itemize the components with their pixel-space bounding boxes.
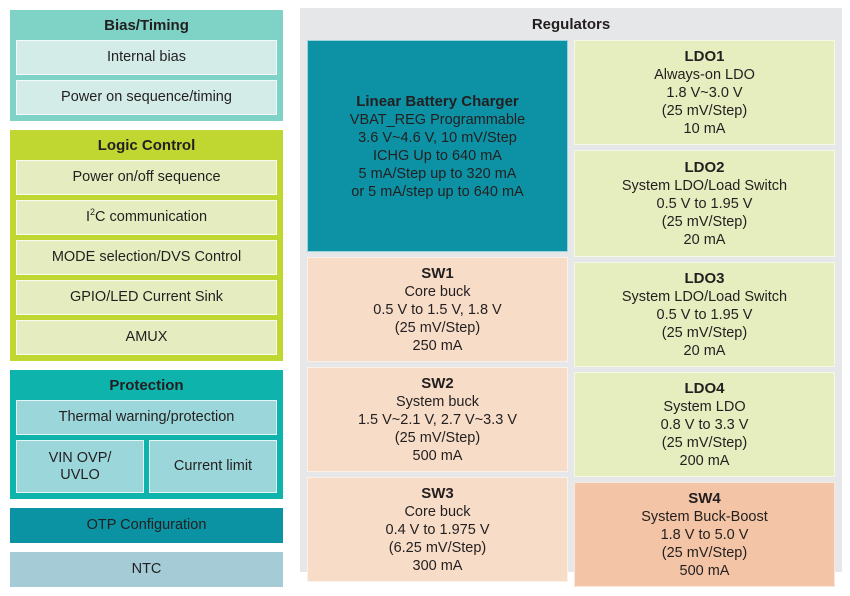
item-vin-ovp-uvlo[interactable]: VIN OVP/ UVLO — [16, 440, 144, 493]
sw2-line-1: System buck — [396, 394, 479, 410]
vin-ovp-line2: UVLO — [60, 466, 100, 483]
item-internal-bias[interactable]: Internal bias — [16, 40, 277, 75]
group-title-protection: Protection — [109, 377, 184, 394]
sw1-line-3: (25 mV/Step) — [394, 320, 481, 336]
charger-line-4: 5 mA/Step up to 320 mA — [358, 165, 517, 182]
charger-line-1: VBAT_REG Programmable — [349, 111, 526, 128]
block-title-sw1: SW1 — [421, 265, 454, 282]
ldo2-line-2: 0.5 V to 1.95 V — [656, 196, 753, 212]
block-diagram-root: Bias/Timing Internal bias Power on seque… — [10, 8, 842, 587]
block-title-ldo2: LDO2 — [684, 159, 725, 176]
ldo2-line-3: (25 mV/Step) — [661, 214, 748, 230]
block-sw1[interactable]: SW1 Core buck 0.5 V to 1.5 V, 1.8 V (25 … — [307, 257, 568, 362]
charger-line-5: or 5 mA/step up to 640 mA — [351, 183, 524, 200]
sw2-line-3: (25 mV/Step) — [394, 430, 481, 446]
ldo2-line-4: 20 mA — [683, 232, 726, 248]
vin-ovp-line1: VIN OVP/ — [48, 449, 112, 466]
sw1-line-1: Core buck — [404, 284, 471, 300]
ldo1-line-1: Always-on LDO — [654, 67, 755, 83]
item-mode-selection-dvs-control[interactable]: MODE selection/DVS Control — [16, 240, 277, 275]
block-title-ldo1: LDO1 — [684, 48, 725, 65]
sw2-line-2: 1.5 V~2.1 V, 2.7 V~3.3 V — [357, 412, 518, 428]
ldo3-line-2: 0.5 V to 1.95 V — [656, 307, 753, 323]
ldo1-line-4: 10 mA — [683, 121, 726, 137]
block-sw4[interactable]: SW4 System Buck-Boost 1.8 V to 5.0 V (25… — [574, 482, 835, 587]
ldo4-line-4: 200 mA — [679, 453, 730, 469]
sw4-line-4: 500 mA — [679, 563, 730, 579]
group-title-logic-control: Logic Control — [97, 137, 196, 154]
group-bias-timing: Bias/Timing Internal bias Power on seque… — [10, 10, 283, 121]
group-logic-control: Logic Control Power on/off sequence I2C … — [10, 130, 283, 361]
ldo1-line-2: 1.8 V~3.0 V — [666, 85, 743, 101]
block-title-sw2: SW2 — [421, 375, 454, 392]
group-title-bias-timing: Bias/Timing — [104, 17, 189, 34]
block-ldo3[interactable]: LDO3 System LDO/Load Switch 0.5 V to 1.9… — [574, 262, 835, 367]
ldo4-line-3: (25 mV/Step) — [661, 435, 748, 451]
sw1-line-4: 250 mA — [412, 338, 463, 354]
regulators-grid: Linear Battery Charger VBAT_REG Programm… — [307, 40, 835, 587]
bar-ntc[interactable]: NTC — [10, 552, 283, 587]
protection-split-row: VIN OVP/ UVLO Current limit — [16, 440, 277, 493]
sw3-line-3: (6.25 mV/Step) — [388, 540, 487, 556]
group-protection: Protection Thermal warning/protection VI… — [10, 370, 283, 499]
item-vin-ovp-uvlo-text: VIN OVP/ UVLO — [49, 450, 112, 484]
regulators-panel: Regulators Linear Battery Charger VBAT_R… — [300, 8, 842, 587]
block-title-ldo3: LDO3 — [684, 270, 725, 287]
item-amux[interactable]: AMUX — [16, 320, 277, 355]
sw1-line-2: 0.5 V to 1.5 V, 1.8 V — [373, 302, 502, 318]
ldo4-line-2: 0.8 V to 3.3 V — [660, 417, 749, 433]
sw3-line-2: 0.4 V to 1.975 V — [385, 522, 490, 538]
regulators-column-right: LDO1 Always-on LDO 1.8 V~3.0 V (25 mV/St… — [574, 40, 835, 587]
block-sw2[interactable]: SW2 System buck 1.5 V~2.1 V, 2.7 V~3.3 V… — [307, 367, 568, 472]
item-power-on-off-sequence[interactable]: Power on/off sequence — [16, 160, 277, 195]
charger-line-2: 3.6 V~4.6 V, 10 mV/Step — [358, 129, 517, 146]
regulators-title: Regulators — [531, 16, 611, 33]
block-title-ldo4: LDO4 — [684, 380, 725, 397]
block-title-sw4: SW4 — [688, 490, 721, 507]
block-sw3[interactable]: SW3 Core buck 0.4 V to 1.975 V (6.25 mV/… — [307, 477, 568, 582]
item-i2c-communication[interactable]: I2C communication — [16, 200, 277, 235]
block-ldo1[interactable]: LDO1 Always-on LDO 1.8 V~3.0 V (25 mV/St… — [574, 40, 835, 145]
block-ldo4[interactable]: LDO4 System LDO 0.8 V to 3.3 V (25 mV/St… — [574, 372, 835, 477]
ldo3-line-1: System LDO/Load Switch — [621, 289, 788, 305]
ldo3-line-4: 20 mA — [683, 343, 726, 359]
item-power-on-sequence-timing[interactable]: Power on sequence/timing — [16, 80, 277, 115]
block-linear-battery-charger[interactable]: Linear Battery Charger VBAT_REG Programm… — [307, 40, 568, 252]
ldo1-line-3: (25 mV/Step) — [661, 103, 748, 119]
sw4-line-1: System Buck-Boost — [641, 509, 768, 525]
ldo4-line-1: System LDO — [663, 399, 746, 415]
block-title-sw3: SW3 — [421, 485, 454, 502]
item-thermal-warning-protection[interactable]: Thermal warning/protection — [16, 400, 277, 435]
block-ldo2[interactable]: LDO2 System LDO/Load Switch 0.5 V to 1.9… — [574, 150, 835, 257]
sw3-line-1: Core buck — [404, 504, 471, 520]
item-gpio-led-current-sink[interactable]: GPIO/LED Current Sink — [16, 280, 277, 315]
sw4-line-2: 1.8 V to 5.0 V — [660, 527, 749, 543]
left-column: Bias/Timing Internal bias Power on seque… — [10, 10, 283, 596]
sw4-line-3: (25 mV/Step) — [661, 545, 748, 561]
bar-otp-configuration[interactable]: OTP Configuration — [10, 508, 283, 543]
sw3-line-4: 300 mA — [412, 558, 463, 574]
charger-line-3: ICHG Up to 640 mA — [373, 147, 502, 164]
block-title-linear-battery-charger: Linear Battery Charger — [356, 92, 519, 110]
sw2-line-4: 500 mA — [412, 448, 463, 464]
ldo3-line-3: (25 mV/Step) — [661, 325, 748, 341]
ldo2-line-1: System LDO/Load Switch — [621, 178, 788, 194]
item-current-limit[interactable]: Current limit — [149, 440, 277, 493]
regulators-column-left: Linear Battery Charger VBAT_REG Programm… — [307, 40, 568, 582]
